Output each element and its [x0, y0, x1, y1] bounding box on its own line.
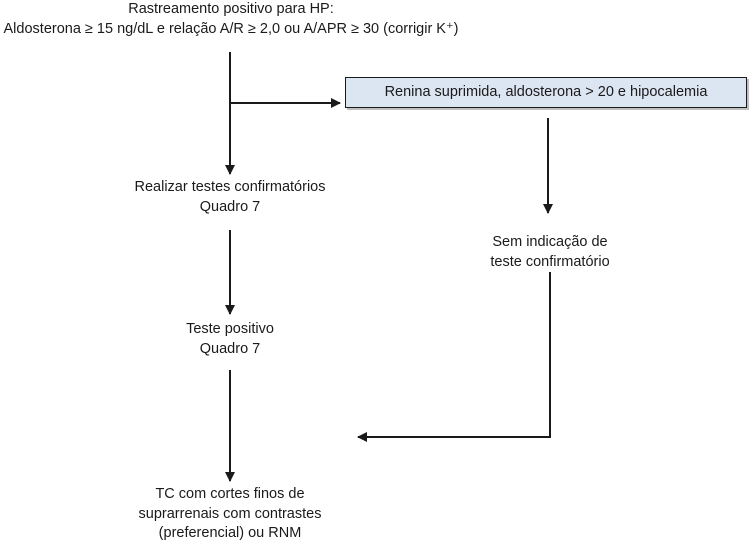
- imaging-text: TC com cortes finos de suprarrenais com …: [110, 485, 350, 544]
- arrow-no-confirm-to-imaging: [357, 272, 551, 442]
- confirmatory-tests-text: Realizar testes confirmatórios Quadro 7: [130, 178, 330, 217]
- positive-test-line2: Quadro 7: [199, 340, 261, 357]
- imaging-line3: (preferencial) ou RNM: [158, 525, 302, 541]
- screening-criteria: Aldosterona ≥ 15 ng/dL e relação A/R ≥ 2…: [3, 20, 459, 37]
- imaging-line1: TC com cortes finos de: [155, 486, 305, 502]
- screening-title: Rastreamento positivo para HP:: [128, 1, 334, 17]
- confirmatory-tests-line2: Quadro 7: [199, 198, 261, 215]
- no-confirmatory-test-line2: teste confirmatório: [490, 253, 610, 270]
- positive-test-line1: Teste positivo: [186, 321, 274, 337]
- suppressed-renin-box: Renina suprimida, aldosterona > 20 e hip…: [345, 77, 747, 108]
- imaging-line2: suprarrenais com contrastes: [138, 505, 322, 522]
- confirmatory-tests-line1: Realizar testes confirmatórios: [134, 179, 326, 195]
- suppressed-renin-label: Renina suprimida, aldosterona > 20 e hip…: [384, 84, 708, 100]
- no-confirmatory-test-line1: Sem indicação de: [492, 234, 608, 250]
- no-confirmatory-test-text: Sem indicação de teste confirmatório: [450, 233, 650, 272]
- screening-criteria-text: Rastreamento positivo para HP: Aldostero…: [0, 0, 462, 39]
- positive-test-text: Teste positivo Quadro 7: [130, 320, 330, 359]
